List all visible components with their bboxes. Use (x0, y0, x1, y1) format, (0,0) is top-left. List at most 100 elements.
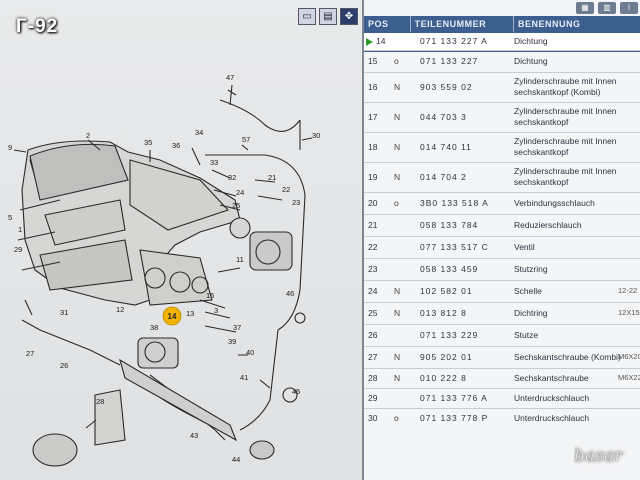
row-pos: 26 (368, 330, 378, 340)
row-extra: M6X22 (618, 373, 640, 382)
row-part-number: 058 133 784 (420, 220, 479, 230)
svg-text:26: 26 (60, 361, 68, 370)
svg-text:57: 57 (242, 135, 250, 144)
svg-text:39: 39 (228, 337, 236, 346)
row-pos: 15 (368, 56, 378, 66)
row-name: Dichtung (514, 36, 548, 46)
row-name: Sechskantschraube (514, 373, 589, 383)
zoom-window-icon[interactable]: ▭ (298, 8, 316, 25)
row-flag: N (394, 286, 401, 296)
row-flag: N (394, 373, 401, 383)
row-pos: 19 (368, 172, 378, 182)
row-part-number: 071 133 776 A (420, 393, 488, 403)
row-part-number: 058 133 459 (420, 264, 479, 274)
svg-text:25: 25 (232, 201, 240, 210)
highlight-callout-label[interactable]: 14 (168, 312, 177, 321)
row-part-number: 014 740 11 (420, 142, 472, 152)
intake-manifold-diagram[interactable]: 47 34 57 30 2 9 35 36 33 32 31 38 21 22 … (0, 0, 362, 480)
row-flag: o (394, 56, 399, 66)
exploded-diagram-pane[interactable]: 47 34 57 30 2 9 35 36 33 32 31 38 21 22 … (0, 0, 362, 480)
row-pos: 24 (368, 286, 378, 296)
row-name: Unterdruckschlauch (514, 413, 590, 423)
row-name: Zylinderschraube mit Innen sechskantkopf… (514, 76, 617, 97)
svg-text:44: 44 (232, 455, 240, 464)
row-name: Verbindungsschlauch (514, 198, 595, 208)
column-pos[interactable]: POS (364, 16, 411, 32)
info-icon[interactable]: i (620, 2, 638, 14)
svg-text:28: 28 (96, 397, 104, 406)
row-name: Zylinderschraube mit Innen sechskantkopf (514, 166, 617, 187)
table-row[interactable]: 14 071 133 227 A Dichtung (364, 32, 640, 52)
row-pos: 28 (368, 373, 378, 383)
selected-row-arrow-icon (366, 38, 373, 46)
row-flag: N (394, 172, 401, 182)
svg-text:33: 33 (210, 158, 218, 167)
grid-icon[interactable]: ▥ (598, 2, 616, 14)
column-part-number[interactable]: TEILENUMMER (411, 16, 515, 32)
svg-text:43: 43 (190, 431, 198, 440)
column-name[interactable]: BENENNUNG (514, 16, 640, 32)
row-part-number: 071 133 229 (420, 330, 479, 340)
table-row[interactable]: 19 N 014 704 2 Zylinderschraube mit Innen s… (364, 162, 640, 193)
row-pos: 23 (368, 264, 378, 274)
svg-text:30: 30 (312, 131, 320, 140)
svg-text:36: 36 (172, 141, 180, 150)
svg-text:2: 2 (86, 131, 90, 140)
svg-text:bazar: bazar (574, 446, 623, 466)
svg-text:37: 37 (233, 323, 241, 332)
row-name: Zylinderschraube mit Innen sechskantkopf (514, 106, 617, 127)
row-name: Dichtring (514, 308, 548, 318)
row-name: Dichtung (514, 56, 548, 66)
row-part-number: 905 202 01 (420, 352, 473, 362)
row-flag: o (394, 413, 399, 423)
row-part-number: 071 133 227 A (420, 36, 488, 46)
table-header: POS TEILENUMMER BENENNUNG (364, 16, 640, 32)
row-flag: N (394, 142, 401, 152)
svg-text:45: 45 (292, 387, 300, 396)
row-name: Ventil (514, 242, 535, 252)
row-pos: 22 (368, 242, 378, 252)
row-flag: o (394, 198, 399, 208)
svg-text:46: 46 (286, 289, 294, 298)
page-icon[interactable]: ▤ (319, 8, 337, 25)
svg-text:3: 3 (214, 306, 218, 315)
row-part-number: 013 812 8 (420, 308, 467, 318)
svg-text:24: 24 (236, 188, 244, 197)
row-pos: 30 (368, 413, 378, 423)
svg-text:22: 22 (282, 185, 290, 194)
svg-text:40: 40 (246, 348, 254, 357)
table-row[interactable]: 30 o 071 133 778 P Unterdruckschlauch (364, 408, 640, 429)
fit-icon[interactable]: ✥ (340, 8, 358, 25)
row-pos: 18 (368, 142, 378, 152)
diagram-toolbar: ▭ ▤ ✥ (298, 8, 358, 25)
row-part-number: 071 133 778 P (420, 413, 489, 423)
row-pos: 16 (368, 82, 378, 92)
svg-text:23: 23 (292, 198, 300, 207)
parts-table-pane: ▦ ▥ i POS TEILENUMMER BENENNUNG 14 071 13… (362, 0, 640, 480)
row-pos: 29 (368, 393, 378, 403)
row-pos: 14 (376, 36, 386, 46)
row-extra: 12-22 (618, 286, 638, 295)
row-part-number: 014 704 2 (420, 172, 467, 182)
row-name: Schelle (514, 286, 542, 296)
row-flag: N (394, 112, 401, 122)
row-extra: M6X20 (618, 352, 640, 361)
row-name: Reduzierschlauch (514, 220, 582, 230)
print-icon[interactable]: ▦ (576, 2, 594, 14)
svg-text:27: 27 (26, 349, 34, 358)
